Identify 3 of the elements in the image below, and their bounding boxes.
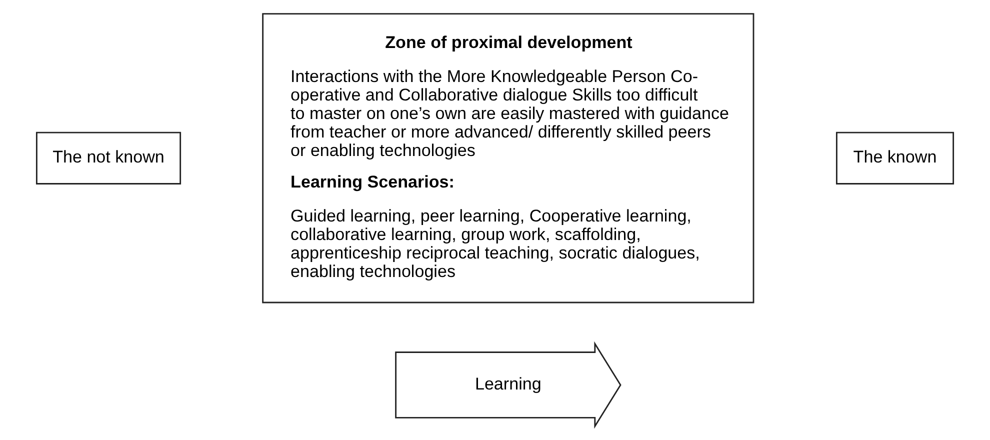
node-box: The known [836, 132, 954, 184]
node-box: Zone of proximal development Interactions with the More Knowledgeable Person Co-operative and Collaborative dialogue Skills too difficult to master on one’s own are easily mastered with guidance from teacher or more advanced/ differently skilled peers or enabling technologies Learning Scenarios: Guided learning, peer learning, Cooperative learning, collaborative learning, group work, scaffolding, apprenticeship reciprocal teaching, socratic dialogues, enabling technologies [262, 13, 754, 304]
node-box: The not known [36, 132, 182, 184]
